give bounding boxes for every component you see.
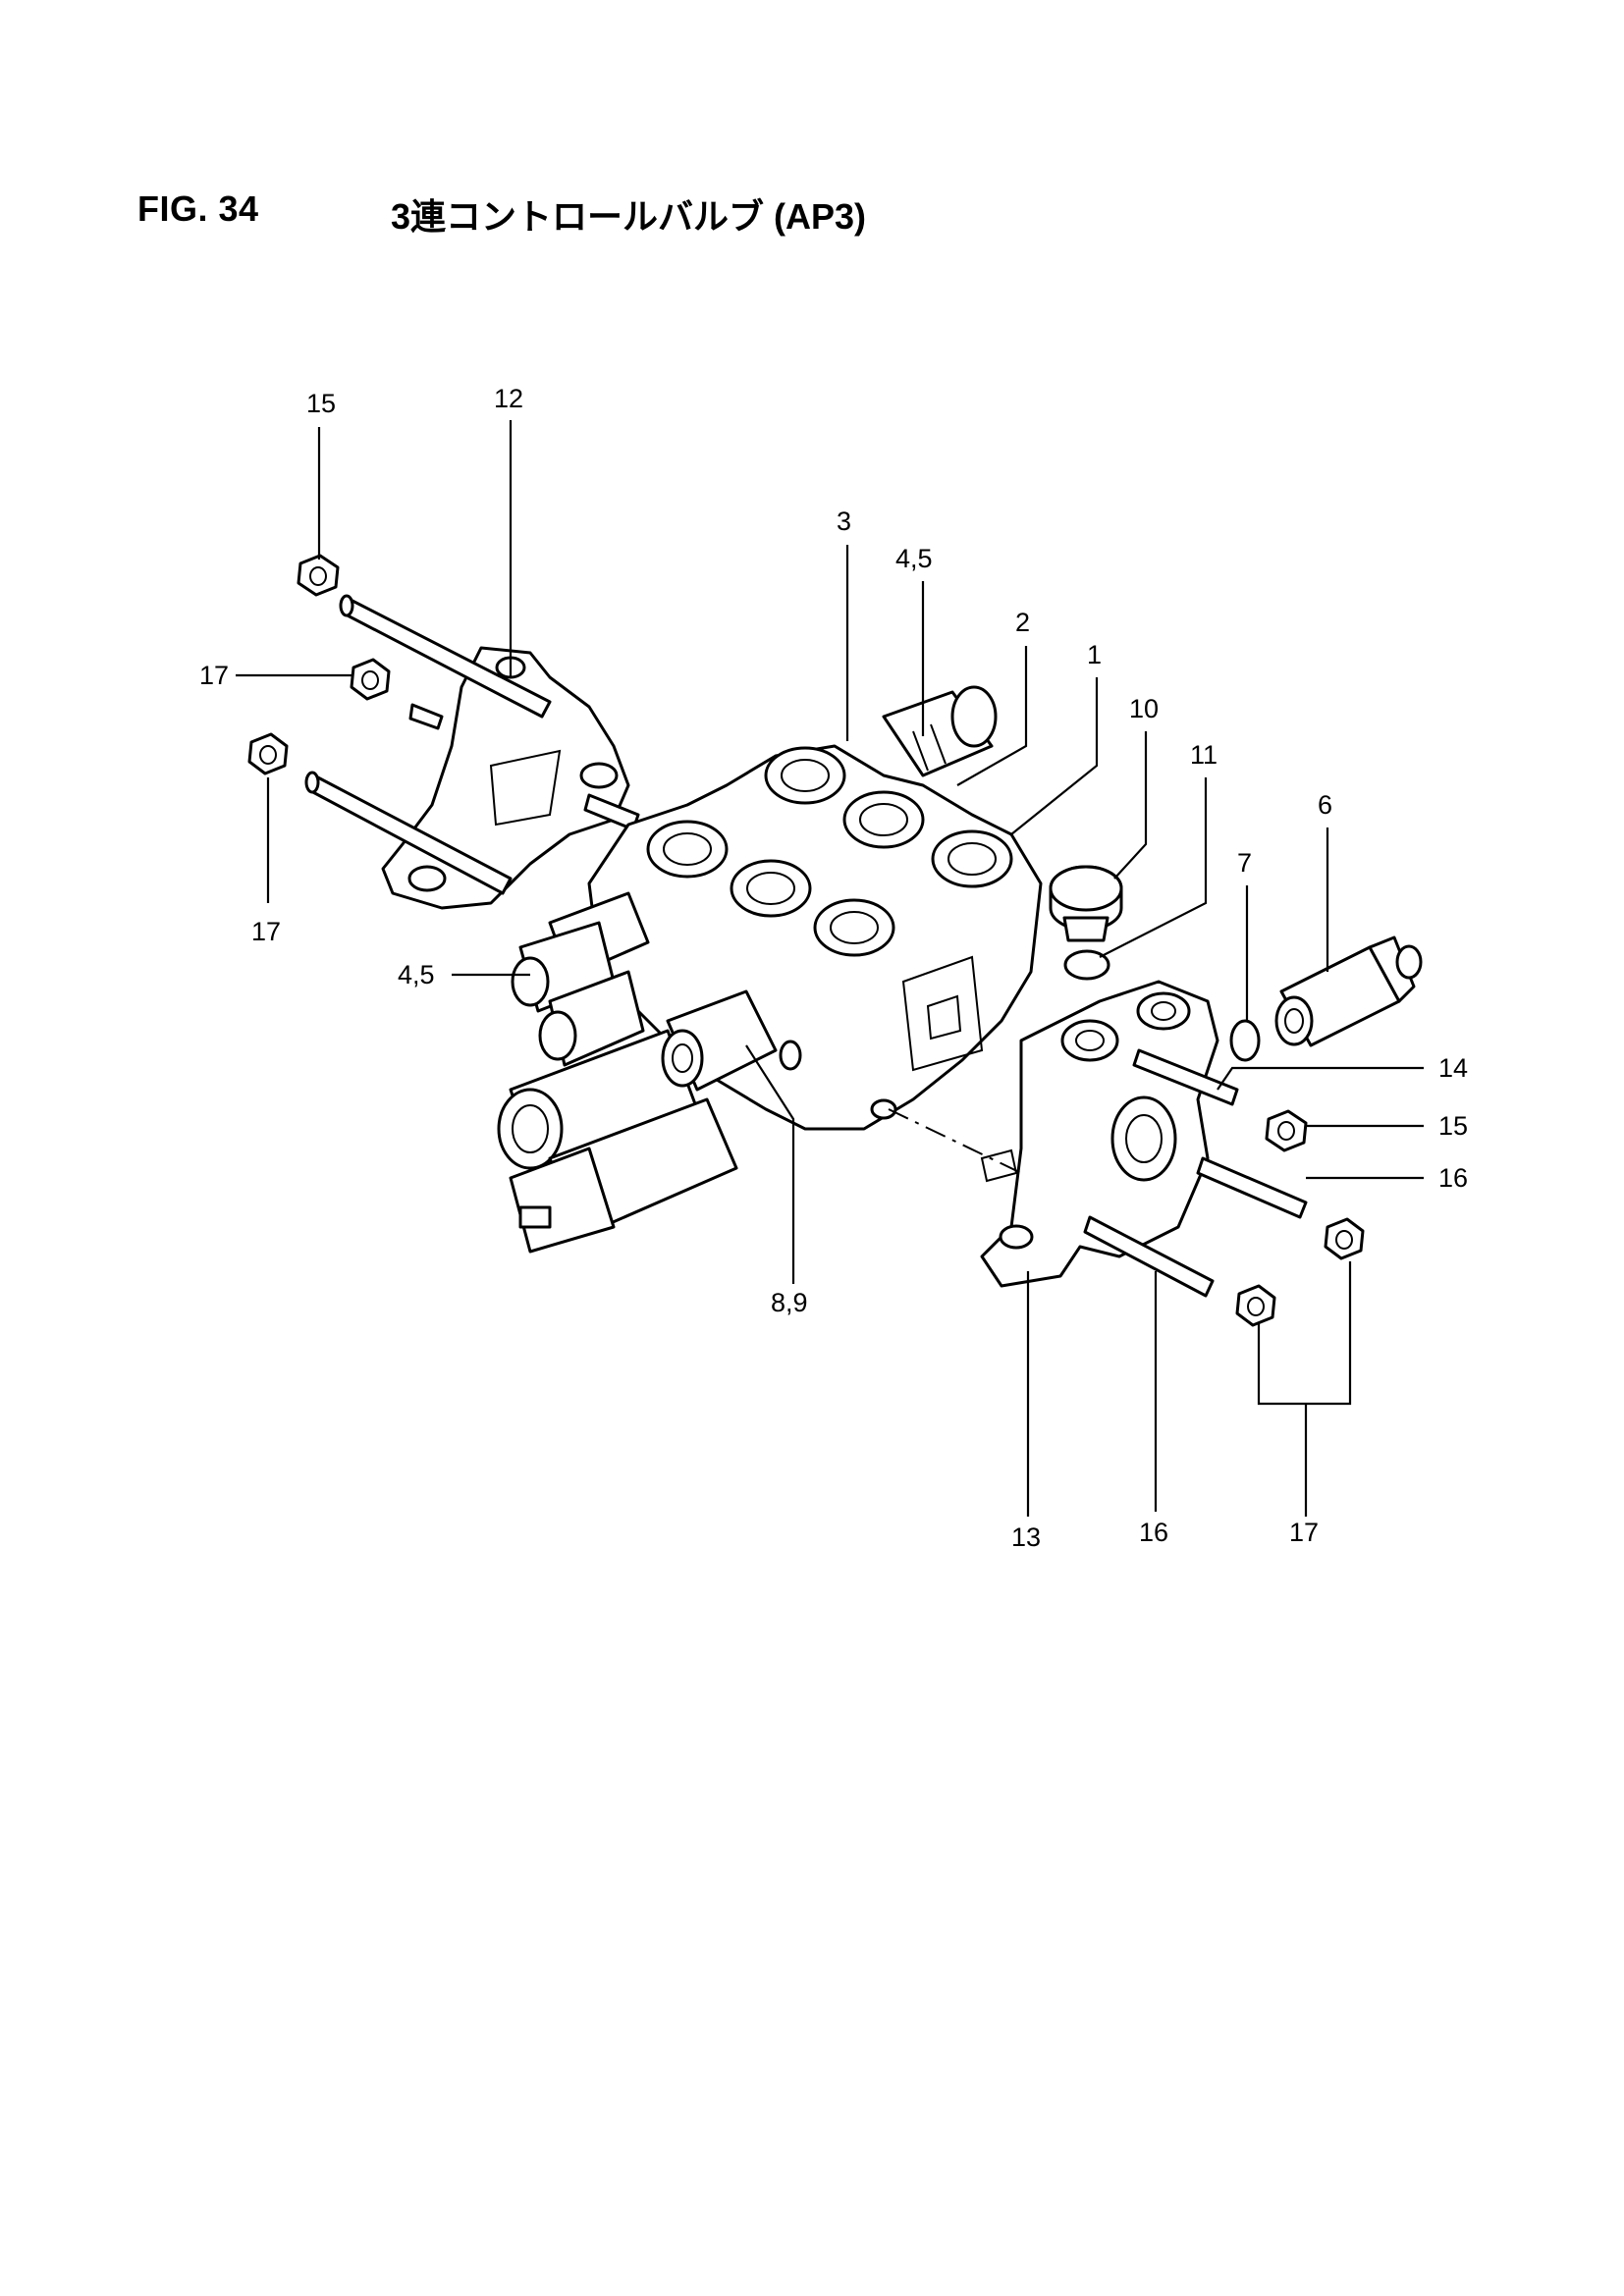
callout-14: 14 (1438, 1053, 1468, 1083)
callout-17-left-bottom: 17 (251, 917, 281, 946)
nut-right-17b (1235, 1284, 1276, 1327)
callout-2: 2 (1015, 608, 1030, 637)
callout-4-5-left: 4,5 (398, 960, 435, 989)
callout-6: 6 (1318, 790, 1332, 820)
callout-13: 13 (1011, 1522, 1041, 1552)
callout-15-right: 15 (1438, 1111, 1468, 1141)
spool-8-9 (661, 989, 802, 1092)
callout-10: 10 (1129, 694, 1159, 723)
stud-bolts-left (304, 594, 640, 895)
callout-4-5-top: 4,5 (895, 544, 933, 573)
callout-12: 12 (494, 384, 523, 413)
nut-right-17a (1324, 1217, 1365, 1260)
callout-11: 11 (1190, 740, 1218, 770)
spool-caps-left (497, 891, 738, 1254)
callout-8-9: 8,9 (771, 1288, 808, 1317)
figure-number: FIG. 34 (137, 188, 259, 229)
plug-10 (1049, 865, 1123, 942)
nut-left-17a (350, 658, 391, 701)
center-line-dash (888, 1108, 1022, 1174)
callout-3: 3 (837, 507, 851, 536)
stud-bolts-right (1083, 1048, 1308, 1298)
callout-16-right: 16 (1438, 1163, 1468, 1193)
callout-15-top: 15 (306, 389, 336, 418)
nut-top-left-15 (297, 554, 340, 597)
nut-right-15 (1265, 1109, 1308, 1152)
spool-cap-top-4-5 (882, 685, 998, 777)
leader-lines (236, 420, 1424, 1517)
figure-title: 3連コントロールバルブ (AP3) (391, 196, 867, 237)
callout-1: 1 (1087, 640, 1102, 669)
callout-7: 7 (1237, 848, 1252, 878)
callout-17-left-top: 17 (199, 661, 229, 690)
callout-17-bottom: 17 (1289, 1518, 1319, 1547)
callout-16-bottom: 16 (1139, 1518, 1168, 1547)
relief-valve-6 (1274, 935, 1423, 1047)
o-ring-7 (1229, 1019, 1261, 1062)
nut-left-17b (247, 732, 289, 775)
o-ring-11 (1063, 949, 1110, 981)
